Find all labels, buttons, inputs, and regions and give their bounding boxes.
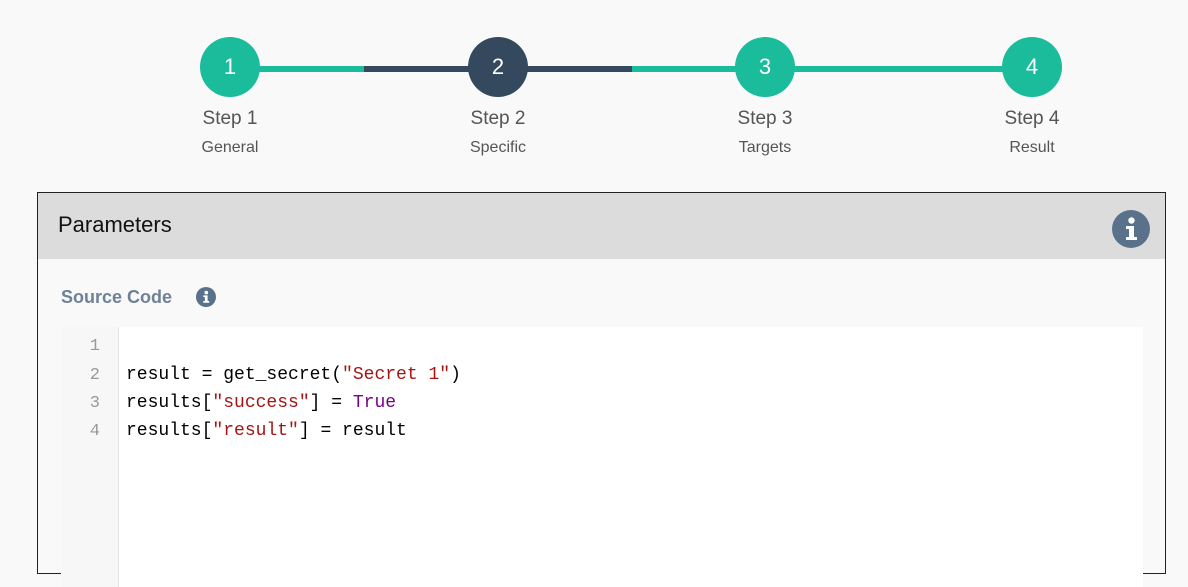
code-token-string: "result" bbox=[212, 421, 299, 441]
parameters-panel: Parameters Source Code 1 2 3 4 result = … bbox=[37, 192, 1166, 587]
step-2-circle[interactable]: 2 bbox=[468, 37, 528, 97]
step-1-circle[interactable]: 1 bbox=[200, 37, 260, 97]
progress-segment-2 bbox=[364, 66, 498, 72]
step-1-subtitle: General bbox=[201, 139, 259, 156]
code-line: result = get_secret("Secret 1") bbox=[126, 365, 461, 385]
code-line: results["result"] = result bbox=[126, 421, 407, 441]
code-line: results["success"] = True bbox=[126, 393, 396, 413]
step-3-subtitle: Targets bbox=[738, 139, 792, 156]
step-2-title: Step 2 bbox=[470, 108, 526, 129]
progress-segment-3 bbox=[498, 66, 632, 72]
step-1-title: Step 1 bbox=[202, 108, 258, 129]
info-glyph bbox=[1126, 217, 1137, 240]
code-token-keyword: True bbox=[352, 393, 397, 413]
code-token-string: "success" bbox=[212, 393, 310, 413]
line-number: 3 bbox=[89, 394, 100, 413]
info-glyph bbox=[203, 290, 210, 303]
panel-title: Parameters bbox=[58, 212, 172, 237]
info-icon[interactable] bbox=[1112, 210, 1150, 248]
source-code-label: Source Code bbox=[61, 287, 173, 307]
step-4-circle[interactable]: 4 bbox=[1002, 37, 1062, 97]
step-3-title: Step 3 bbox=[737, 108, 793, 129]
code-token: ] = bbox=[309, 393, 353, 413]
source-code-info-icon[interactable] bbox=[196, 287, 216, 307]
progress-segment-1 bbox=[230, 66, 364, 72]
code-token: results[ bbox=[126, 421, 213, 441]
code-token: results[ bbox=[126, 393, 213, 413]
step-4-subtitle: Result bbox=[1009, 139, 1055, 156]
line-number: 4 bbox=[89, 422, 100, 441]
code-token-string: "Secret 1" bbox=[342, 365, 451, 385]
progress-segment-4 bbox=[632, 66, 1032, 72]
step-3-circle[interactable]: 3 bbox=[735, 37, 795, 97]
step-2-subtitle: Specific bbox=[469, 139, 527, 156]
code-token: ] = result bbox=[298, 421, 407, 441]
wizard-stepper: 1 2 3 4 Step 1 Step 2 Step 3 Step 4 Gene… bbox=[0, 0, 1188, 180]
code-token: ) bbox=[450, 365, 461, 385]
code-editor[interactable]: 1 2 3 4 result = get_secret("Secret 1") … bbox=[61, 327, 1143, 587]
line-number: 2 bbox=[89, 366, 100, 385]
code-token: result = get_secret( bbox=[126, 365, 343, 385]
line-number-gutter: 1 2 3 4 bbox=[61, 327, 119, 587]
step-4-title: Step 4 bbox=[1004, 108, 1060, 129]
panel-header: Parameters bbox=[38, 193, 1165, 259]
line-number: 1 bbox=[89, 337, 100, 356]
